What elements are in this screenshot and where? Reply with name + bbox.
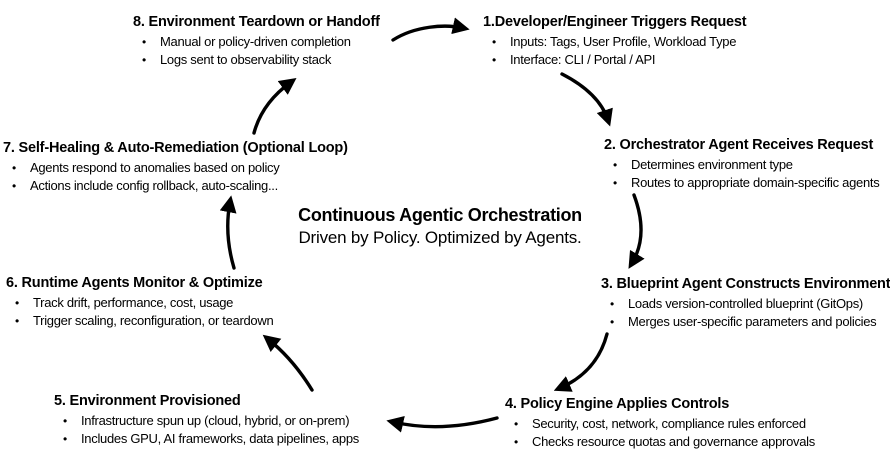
step-6-bullet-1: Track drift, performance, cost, usage bbox=[6, 294, 273, 312]
step-1-title: 1.Developer/Engineer Triggers Request bbox=[483, 14, 747, 30]
arrow-4-to-5 bbox=[386, 415, 499, 433]
diagram-title: Continuous Agentic Orchestration bbox=[298, 205, 582, 225]
step-2-bullet-2: Routes to appropriate domain-specific ag… bbox=[604, 174, 880, 192]
step-8-bullet-2: Logs sent to observability stack bbox=[133, 51, 380, 69]
step-6-block: 6. Runtime Agents Monitor & Optimize Tra… bbox=[6, 274, 274, 330]
step-4-bullet-1: Security, cost, network, compliance rule… bbox=[505, 415, 815, 433]
step-6-title: 6. Runtime Agents Monitor & Optimize bbox=[6, 275, 263, 291]
step-7-title: 7. Self-Healing & Auto-Remediation (Opti… bbox=[3, 140, 348, 156]
center-title-block: Continuous Agentic Orchestration Driven … bbox=[230, 204, 650, 249]
step-8-title: 8. Environment Teardown or Handoff bbox=[133, 14, 380, 30]
step-4-bullet-2: Checks resource quotas and governance ap… bbox=[505, 433, 815, 451]
step-2-block: 2. Orchestrator Agent Receives Request D… bbox=[604, 136, 880, 192]
step-6-bullet-2: Trigger scaling, reconfiguration, or tea… bbox=[6, 312, 274, 330]
step-1-bullet-1: Inputs: Tags, User Profile, Workload Typ… bbox=[483, 33, 746, 51]
step-4-title: 4. Policy Engine Applies Controls bbox=[505, 396, 730, 412]
step-2-bullet-1: Determines environment type bbox=[604, 156, 879, 174]
arrow-7-to-8 bbox=[252, 78, 297, 135]
step-5-bullet-2: Includes GPU, AI frameworks, data pipeli… bbox=[54, 430, 359, 448]
step-3-bullet-2: Merges user-specific parameters and poli… bbox=[601, 313, 890, 331]
step-3-bullet-1: Loads version-controlled blueprint (GitO… bbox=[601, 295, 890, 313]
arrow-3-to-4 bbox=[553, 332, 609, 392]
step-4-block: 4. Policy Engine Applies Controls Securi… bbox=[505, 395, 815, 451]
step-1-block: 1.Developer/Engineer Triggers Request In… bbox=[483, 13, 747, 69]
arrow-8-to-1 bbox=[391, 17, 470, 42]
step-7-block: 7. Self-Healing & Auto-Remediation (Opti… bbox=[3, 139, 348, 195]
arrow-5-to-6 bbox=[262, 334, 314, 392]
step-5-title: 5. Environment Provisioned bbox=[54, 393, 241, 409]
step-5-block: 5. Environment Provisioned Infrastructur… bbox=[54, 392, 359, 448]
step-3-block: 3. Blueprint Agent Constructs Environmen… bbox=[601, 275, 890, 331]
step-3-title: 3. Blueprint Agent Constructs Environmen… bbox=[601, 276, 890, 292]
step-5-bullet-1: Infrastructure spun up (cloud, hybrid, o… bbox=[54, 412, 359, 430]
step-7-bullet-1: Agents respond to anomalies based on pol… bbox=[3, 159, 348, 177]
diagram-subtitle: Driven by Policy. Optimized by Agents. bbox=[298, 228, 582, 247]
step-8-block: 8. Environment Teardown or Handoff Manua… bbox=[133, 13, 380, 69]
arrow-1-to-2 bbox=[560, 72, 613, 127]
step-2-title: 2. Orchestrator Agent Receives Request bbox=[604, 137, 874, 153]
step-1-bullet-2: Interface: CLI / Portal / API bbox=[483, 51, 746, 69]
step-7-bullet-2: Actions include config rollback, auto-sc… bbox=[3, 177, 348, 195]
step-8-bullet-1: Manual or policy-driven completion bbox=[133, 33, 380, 51]
